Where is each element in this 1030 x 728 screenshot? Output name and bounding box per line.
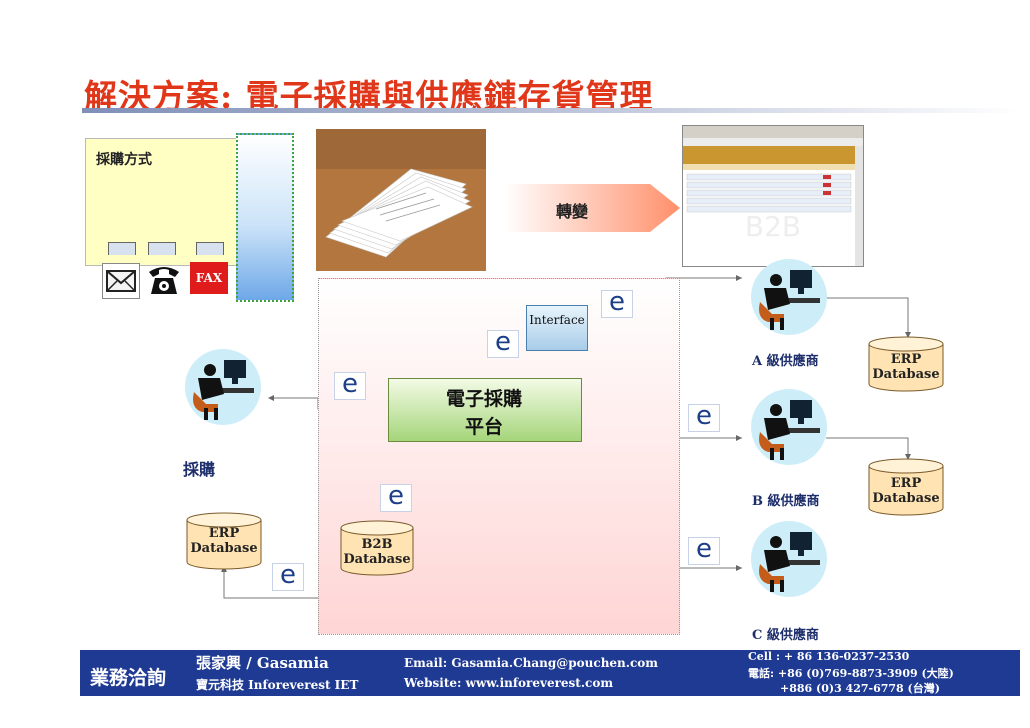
buyer-erp-db-line1: ERP [208,526,240,541]
interface-label: Interface [529,313,585,327]
panel-tab [108,242,136,255]
envelope-icon [102,263,140,299]
platform-title-line1: 電子採購 [445,388,522,410]
b2b-db-line1: B2B [361,537,393,552]
supplier-a-erp-db-label: ERP Database [868,352,944,382]
supplier-a-db-line1: ERP [890,352,922,367]
e-badge-supplier-b: e [688,403,720,432]
contact-cell: Cell : + 86 136-0237-2530 [748,650,910,663]
supplier-a-person-icon [751,259,827,335]
buyer-erp-db-line2: Database [190,541,258,556]
buyer-erp-db-label: ERP Database [186,526,262,556]
buyer-label: 採購 [183,460,216,479]
contact-phone-tw: +886 (0)3 427-6778 (台灣) [780,682,940,695]
eprocurement-platform [388,378,582,442]
contact-company: 寶元科技 Inforeverest IET [196,678,359,692]
e-badge-buyer: e [334,371,366,400]
footer-section-label: 業務洽詢 [90,667,167,689]
supplier-a-db-line2: Database [872,367,940,382]
e-badge-buyer-erp: e [272,562,304,591]
buyer-person-icon [185,349,261,425]
b2b-database [340,520,414,576]
e-badge-interface: e [601,289,633,318]
e-badge-supplier-c: e [688,536,720,565]
b2b-db-line2: Database [343,552,411,567]
supplier-a-label: A 級供應商 [752,354,819,369]
paper-documents-photo [316,129,486,271]
buyer-erp-database [186,512,262,570]
b2b-db-label: B2B Database [340,537,414,567]
svg-text:B2B: B2B [745,210,801,243]
contact-name: 張家興 / Gasamia [196,654,329,672]
supplier-b-person-icon [751,389,827,465]
supplier-b-erp-db-label: ERP Database [868,476,944,506]
title-divider [82,108,1022,113]
supplier-b-db-line2: Database [872,491,940,506]
contact-footer [80,650,1020,696]
panel-tab [148,242,176,255]
panel-tab [196,242,224,255]
telephone-icon [145,260,183,298]
contact-email: Email: Gasamia.Chang@pouchen.com [404,656,658,670]
e-badge-b2b: e [380,483,412,512]
transform-label: 轉變 [556,202,589,221]
supplier-a-erp-database [868,336,944,392]
e-badge-platform-top: e [487,329,519,358]
supplier-b-erp-database [868,458,944,516]
supplier-c-person-icon [751,521,827,597]
procurement-method-label: 採購方式 [96,152,152,168]
contact-website: Website: www.inforeverest.com [404,676,614,690]
transform-arrow [505,184,680,232]
fax-icon: FAX [190,262,228,294]
supplier-b-label: B 級供應商 [752,494,820,509]
platform-title-line2: 平台 [464,416,503,438]
supplier-c-label: C 級供應商 [752,628,819,643]
contact-phone-cn: 電話: +86 (0)769-8873-3909 (大陸) [748,667,954,680]
supplier-b-db-line1: ERP [890,476,922,491]
eprocurement-web-screenshot: B2B [682,125,864,267]
transition-gradient-bar [236,133,294,302]
interface-document [526,305,588,351]
